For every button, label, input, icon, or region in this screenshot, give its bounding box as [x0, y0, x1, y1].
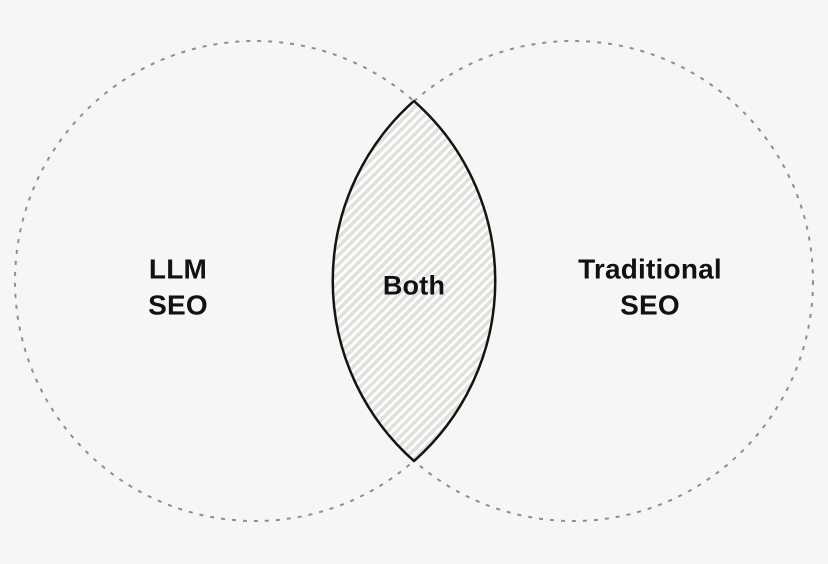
right-set-label: Traditional SEO	[578, 252, 722, 325]
intersection-label: Both	[382, 270, 446, 301]
left-set-label-line1: LLM	[148, 253, 208, 285]
right-set-label-line1: Traditional	[578, 253, 722, 285]
intersection-lens	[331, 99, 497, 463]
left-set-label: LLM SEO	[148, 252, 208, 325]
right-circle	[332, 40, 814, 522]
right-set-label-line2: SEO	[620, 290, 680, 321]
left-set-label-line2: SEO	[148, 290, 208, 321]
